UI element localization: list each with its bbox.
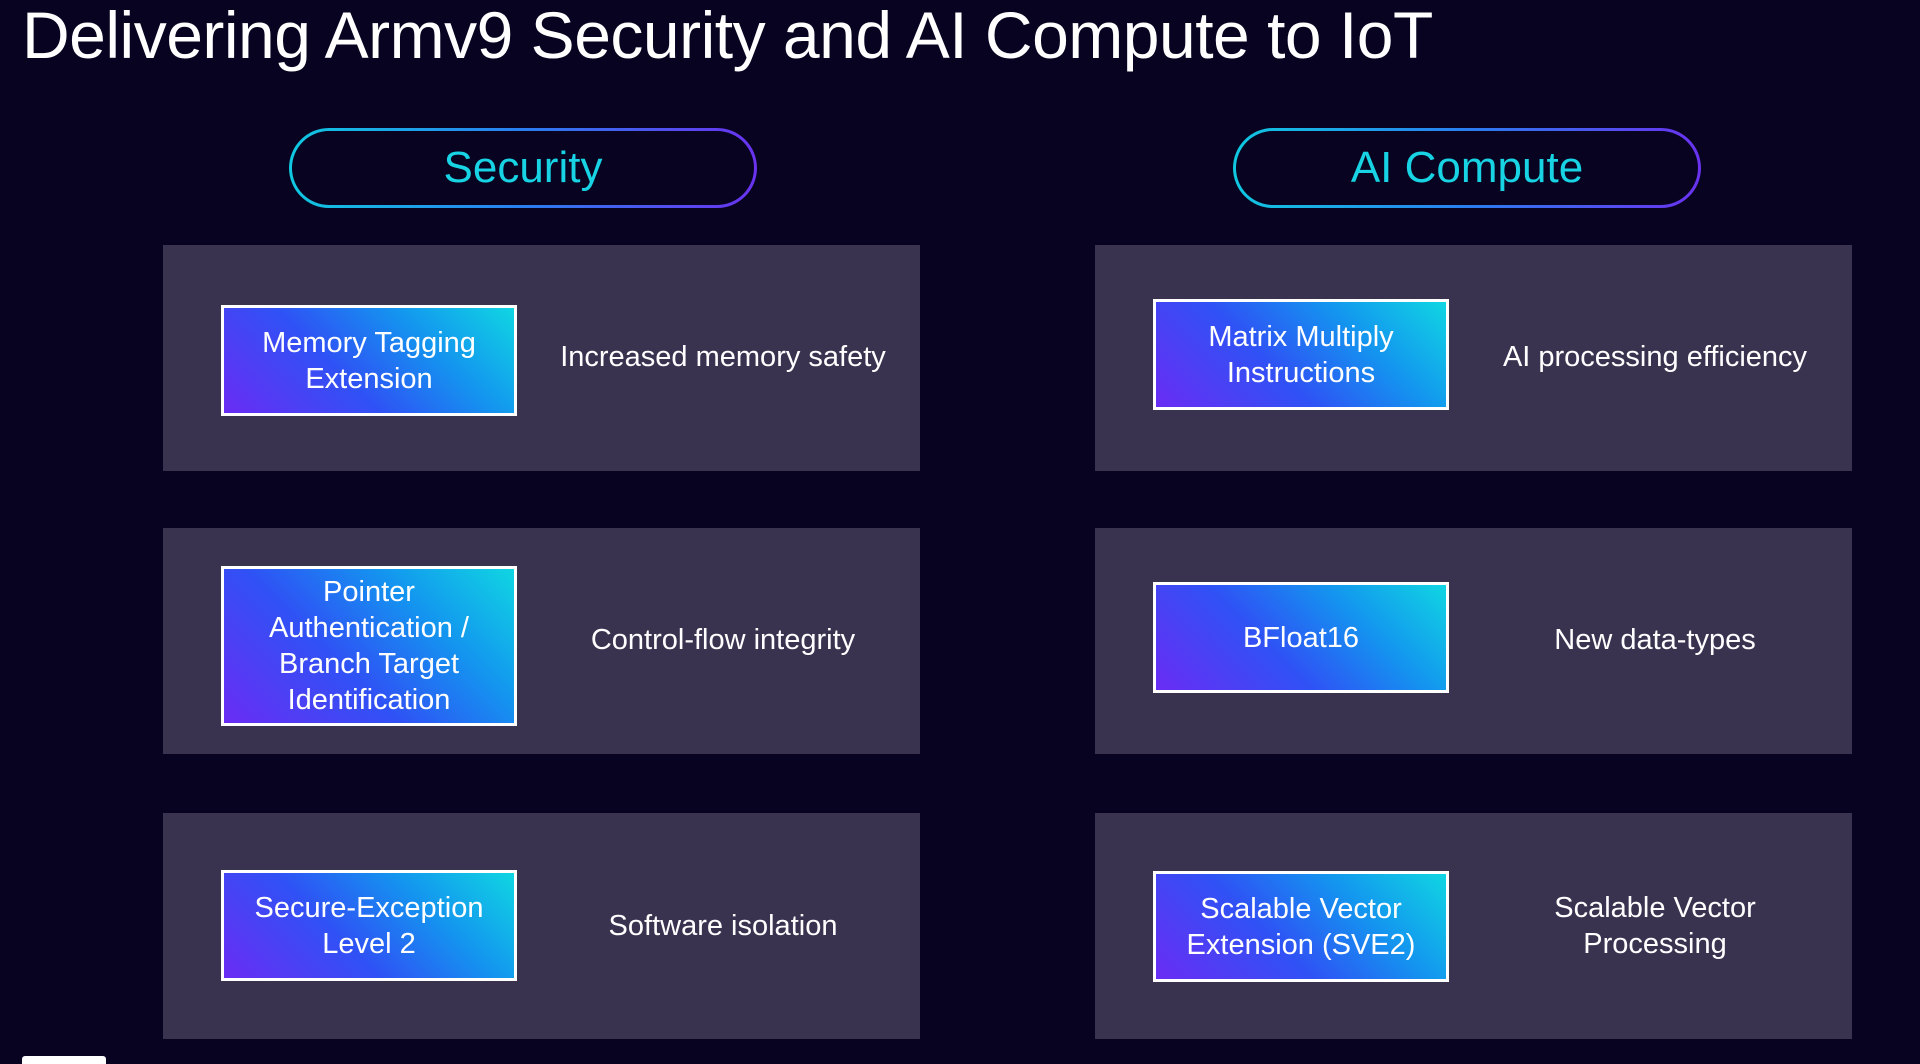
security-card-1: Memory Tagging Extension Increased memor… xyxy=(163,245,920,471)
feature-box: Matrix Multiply Instructions xyxy=(1153,299,1449,410)
feature-box: Memory Tagging Extension xyxy=(221,305,517,416)
slide-title: Delivering Armv9 Security and AI Compute… xyxy=(22,0,1433,72)
benefit-text: Increased memory safety xyxy=(560,340,886,373)
security-card-2: Pointer Authentication / Branch Target I… xyxy=(163,528,920,754)
security-heading-pill: Security xyxy=(289,128,757,208)
feature-box: Secure-Exception Level 2 xyxy=(221,870,517,981)
benefit-text: Scalable Vector Processing xyxy=(1554,891,1756,960)
security-card-3: Secure-Exception Level 2 Software isolat… xyxy=(163,813,920,1039)
ai-compute-heading-pill: AI Compute xyxy=(1233,128,1701,208)
ai-compute-card-2: BFloat16 New data-types xyxy=(1095,528,1852,754)
feature-box: Scalable Vector Extension (SVE2) xyxy=(1153,871,1449,982)
brand-logo xyxy=(22,1056,106,1064)
benefit-text: Software isolation xyxy=(608,909,838,942)
feature-box: Pointer Authentication / Branch Target I… xyxy=(221,566,517,726)
benefit-text: New data-types xyxy=(1554,623,1756,656)
ai-compute-card-1: Matrix Multiply Instructions AI processi… xyxy=(1095,245,1852,471)
ai-compute-card-3: Scalable Vector Extension (SVE2) Scalabl… xyxy=(1095,813,1852,1039)
feature-box: BFloat16 xyxy=(1153,582,1449,693)
benefit-text: AI processing efficiency xyxy=(1502,340,1808,373)
security-heading: Security xyxy=(292,131,754,205)
ai-compute-heading: AI Compute xyxy=(1236,131,1698,205)
benefit-text: Control-flow integrity xyxy=(590,623,856,656)
